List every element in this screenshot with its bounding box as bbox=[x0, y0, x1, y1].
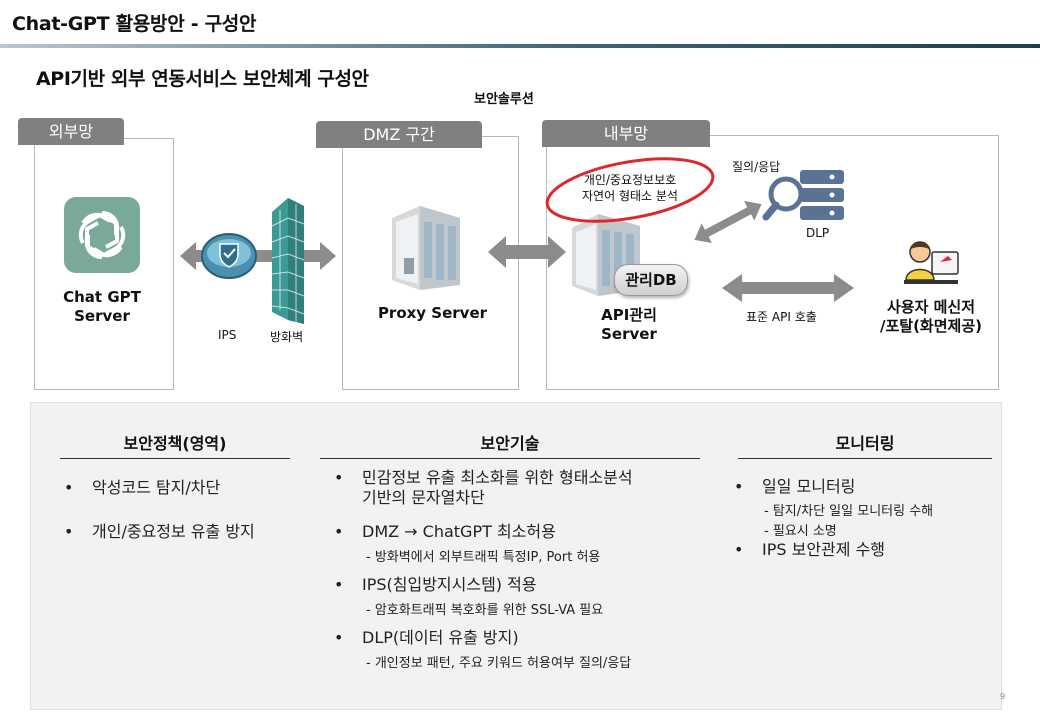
std-api-call-label: 표준 API 호출 bbox=[746, 310, 817, 324]
monitoring-item: IPS 보안관제 수행 bbox=[734, 540, 885, 560]
user-messenger-icon bbox=[904, 241, 959, 284]
ips-label: IPS bbox=[218, 328, 237, 342]
firewall-label: 방화벽 bbox=[270, 330, 304, 344]
double-arrow-api-user bbox=[722, 274, 854, 302]
tech-item-detail: - 개인정보 패턴, 주요 키워드 허용여부 질의/응답 bbox=[366, 656, 632, 671]
policy-item: 개인/중요정보 유출 방지 bbox=[64, 522, 255, 542]
tech-item: 민감정보 유출 최소화를 위한 형태소분석 기반의 문자열차단 bbox=[334, 468, 633, 508]
page-number: 9 bbox=[1000, 692, 1006, 701]
monitoring-item-detail: - 탐지/차단 일일 모니터링 수해 bbox=[764, 504, 934, 519]
title-divider bbox=[0, 44, 1040, 48]
tech-item-detail: - 방화벽에서 외부트래픽 특정IP, Port 허용 bbox=[366, 550, 601, 565]
monitoring-item-detail: - 필요시 소명 bbox=[764, 524, 837, 539]
chatgpt-server-label: Chat GPT Server bbox=[63, 288, 141, 325]
double-arrow-proxy-api bbox=[488, 236, 566, 268]
tech-column-rule bbox=[320, 458, 700, 459]
monitoring-column-rule bbox=[738, 458, 992, 459]
chatgpt-logo-icon bbox=[64, 197, 140, 273]
diagram-title: API기반 외부 연동서비스 보안체계 구성안 bbox=[36, 68, 369, 90]
tech-item-detail: - 암호화트래픽 복호화를 위한 SSL-VA 필요 bbox=[366, 603, 604, 618]
proxy-server-icon bbox=[392, 206, 460, 290]
api-server-label: API관리 Server bbox=[601, 306, 657, 343]
security-solution-label: 보안솔루션 bbox=[474, 92, 534, 107]
query-response-label: 질의/응답 bbox=[732, 160, 781, 174]
dlp-server-icon bbox=[762, 170, 844, 221]
tech-item: DMZ → ChatGPT 최소허용 bbox=[334, 522, 556, 542]
external-zone-tab: 외부망 bbox=[18, 118, 124, 145]
monitoring-item: 일일 모니터링 bbox=[734, 477, 856, 497]
tech-column-header: 보안기술 bbox=[480, 434, 540, 453]
tech-item: DLP(데이터 유출 방지) bbox=[334, 628, 519, 648]
ips-shield-icon bbox=[201, 233, 257, 279]
page-title: Chat-GPT 활용방안 - 구성안 bbox=[12, 13, 257, 35]
tech-item: IPS(침입방지시스템) 적용 bbox=[334, 575, 537, 595]
double-arrow-gpt-ips bbox=[180, 242, 336, 270]
dlp-label: DLP bbox=[806, 226, 830, 240]
policy-column-rule bbox=[60, 458, 290, 459]
monitoring-column-header: 모니터링 bbox=[835, 434, 895, 453]
policy-item: 악성코드 탐지/차단 bbox=[64, 478, 220, 498]
firewall-icon bbox=[271, 198, 305, 324]
privacy-note: 개인/중요정보보호 자연어 형태소 분석 bbox=[582, 173, 678, 203]
dmz-zone-tab: DMZ 구간 bbox=[316, 121, 482, 148]
policy-column-header: 보안정책(영역) bbox=[123, 434, 227, 453]
mgmt-db-badge: 관리DB bbox=[614, 264, 688, 296]
user-messenger-label: 사용자 메신저 /포탈(화면제공) bbox=[880, 298, 982, 335]
double-arrow-api-dlp bbox=[694, 201, 762, 243]
privacy-highlight-ellipse bbox=[545, 157, 715, 223]
internal-zone-tab: 내부망 bbox=[542, 120, 710, 147]
proxy-server-label: Proxy Server bbox=[377, 304, 488, 322]
